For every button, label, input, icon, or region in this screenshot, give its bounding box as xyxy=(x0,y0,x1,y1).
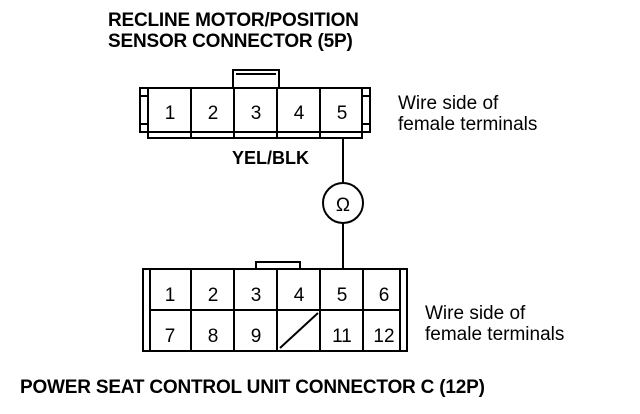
bottom-terminal-7: 7 xyxy=(165,326,176,347)
top-terminal-1: 1 xyxy=(165,103,176,124)
bottom-terminal-5: 5 xyxy=(337,285,348,306)
top-connector-title-line1: RECLINE MOTOR/POSITION xyxy=(108,10,359,31)
top-connector-note-line2: female terminals xyxy=(398,114,538,135)
top-connector-note: Wire side of female terminals xyxy=(398,93,537,135)
top-connector-left-latch xyxy=(140,95,149,125)
bottom-terminal-9: 9 xyxy=(251,326,262,347)
top-terminal-3: 3 xyxy=(251,103,262,124)
bottom-terminal-12: 12 xyxy=(373,326,394,347)
bottom-connector-note-line2: female terminals xyxy=(425,324,565,345)
bottom-connector-lock-tab xyxy=(255,261,301,269)
ohmmeter-symbol: Ω xyxy=(336,195,350,216)
top-connector-lock-tab xyxy=(232,69,280,89)
wire-color-label: YEL/BLK xyxy=(232,148,310,168)
top-connector-terminals: 1 2 3 4 5 xyxy=(165,103,348,124)
bottom-connector-note: Wire side of female terminals xyxy=(425,303,564,345)
bottom-terminal-4: 4 xyxy=(294,285,305,306)
top-terminal-5: 5 xyxy=(337,103,348,124)
bottom-terminal-6: 6 xyxy=(379,285,390,306)
top-connector-title-line2: SENSOR CONNECTOR (5P) xyxy=(108,31,353,52)
blank-cavity-mark xyxy=(279,312,319,349)
top-connector-title: RECLINE MOTOR/POSITION SENSOR CONNECTOR … xyxy=(108,10,359,52)
top-terminal-4: 4 xyxy=(294,103,305,124)
bottom-terminal-8: 8 xyxy=(208,326,219,347)
bottom-terminal-3: 3 xyxy=(251,285,262,306)
test-lead xyxy=(322,138,364,269)
bottom-connector-note-line1: Wire side of xyxy=(425,303,526,324)
top-connector-right-latch xyxy=(361,95,370,125)
top-terminal-2: 2 xyxy=(208,103,219,124)
bottom-terminal-1: 1 xyxy=(165,285,176,306)
bottom-terminal-11: 11 xyxy=(332,326,352,347)
bottom-connector xyxy=(142,261,408,352)
top-connector-note-line1: Wire side of xyxy=(398,93,499,114)
bottom-connector-title: POWER SEAT CONTROL UNIT CONNECTOR C (12P… xyxy=(20,377,485,398)
top-connector xyxy=(139,69,371,139)
bottom-terminal-2: 2 xyxy=(208,285,219,306)
